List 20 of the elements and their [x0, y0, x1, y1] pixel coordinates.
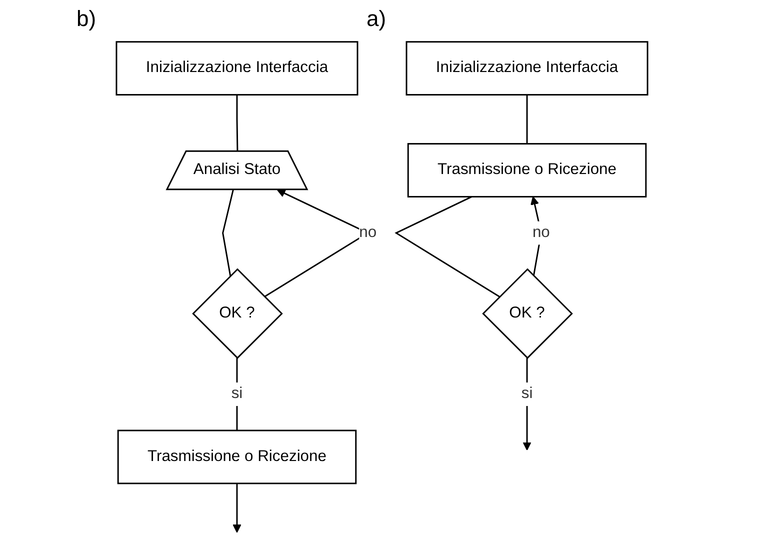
connector [394, 196, 500, 298]
panel-label: b) [76, 6, 96, 32]
node-diamond: OK ? [192, 268, 283, 359]
node-box: Inizializzazione Interfaccia [406, 41, 648, 96]
connector [236, 94, 238, 152]
connector [236, 358, 238, 430]
node-box: Trasmissione o Ricezione [117, 430, 357, 484]
panel-label: a) [366, 6, 386, 32]
node-diamond: OK ? [482, 268, 573, 359]
arrow [522, 358, 532, 450]
edge-label: si [521, 385, 533, 402]
connector [222, 190, 234, 276]
arrow [530, 196, 542, 276]
node-box: Inizializzazione Interfaccia [116, 41, 358, 96]
connector [526, 94, 528, 144]
node-box: Trasmissione o Ricezione [407, 143, 647, 198]
edge-label: no [359, 224, 377, 241]
edge-label: no [532, 224, 550, 241]
arrow [232, 483, 242, 533]
edge-label: si [231, 385, 243, 402]
